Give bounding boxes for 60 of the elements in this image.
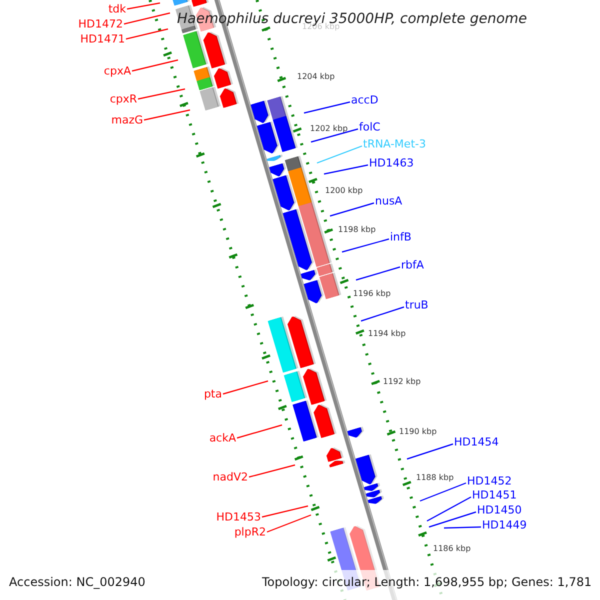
gene-label: plpR2 [234,526,266,538]
leader-line [342,238,390,253]
leader-line [316,145,362,164]
footer-text: Accession: NC_002940 [9,576,146,588]
leader-line [304,101,350,114]
gene-label: HD1472 [78,18,123,30]
leader-line [132,59,178,72]
gene-label: accD [351,94,378,106]
scale-label: 1194 kbp [368,330,406,338]
leader-line [360,306,404,322]
footer-text: Topology: circular; Length: 1,698,955 bp; Genes: 1,781 [262,576,592,588]
leader-line [236,424,282,439]
gene-label: HD1450 [477,504,522,516]
scale-label: 1202 kbp [310,125,348,133]
gene-label: pta [204,388,222,400]
leader-line [444,526,482,529]
leader-line [406,443,454,460]
leader-line [426,496,472,522]
gene-label: truB [405,300,428,310]
gene-label: HD1452 [467,476,512,486]
leader-line [126,28,168,40]
leader-line [126,2,160,10]
gene-label: cpxR [110,94,137,104]
gene-label: HD1454 [454,436,499,448]
scale-label: 1186 kbp [433,545,471,553]
gene-label: HD1471 [80,34,125,44]
gene-label: mazG [111,114,143,126]
leader-line [356,266,400,281]
gene-label: nadV2 [212,472,248,482]
leader-line [310,128,358,143]
leader-line [262,505,308,518]
scale-label: 1200 kbp [325,187,363,195]
gene-label: cpxA [104,66,131,76]
gene-label: nusA [375,196,402,206]
gene-label: HD1453 [216,512,261,522]
gene-label: HD1463 [369,158,414,168]
gene-label: rbfA [401,260,424,270]
gene-label: infB [390,232,412,242]
scale-label: 1188 kbp [416,474,454,482]
gene-label: HD1449 [482,520,527,530]
leader-line [330,202,374,217]
leader-line [248,464,296,478]
leader-line [428,511,476,528]
scale-label: 1190 kbp [399,428,437,436]
leader-line [324,164,368,175]
gene-label: HD1451 [472,490,517,500]
gene-label: tRNA-Met-3 [363,138,426,150]
leader-line [124,12,170,25]
scale-label: 1192 kbp [383,378,421,386]
leader-line [420,482,466,502]
scale-label: 1204 kbp [297,73,335,81]
gene-label: tdk [108,4,126,14]
leader-line [144,109,190,121]
leader-line [138,88,186,100]
scale-label: 1196 kbp [353,290,391,298]
gene-label: ackA [209,432,236,444]
scale-label: 1198 kbp [338,226,376,234]
gene-label: folC [359,122,380,132]
leader-line [222,380,268,395]
leader-line [266,514,312,533]
